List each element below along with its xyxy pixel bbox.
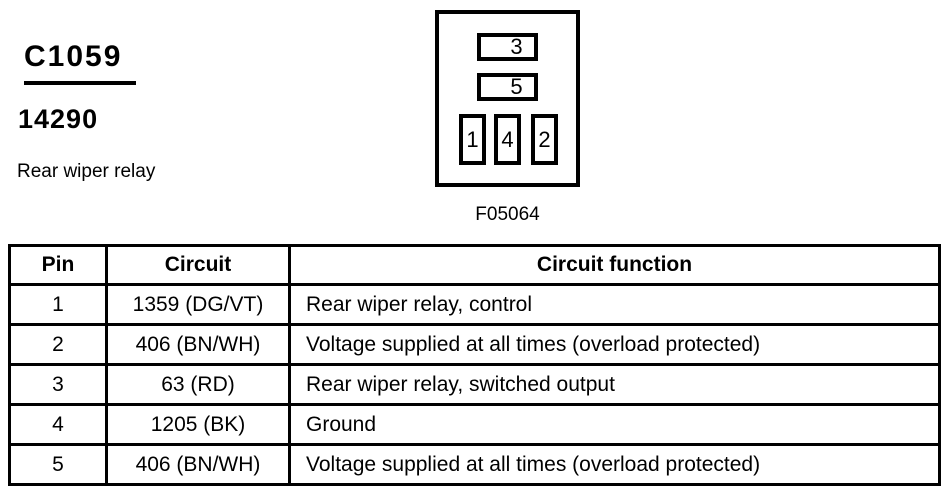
table-row: 4 1205 (BK) Ground [8, 403, 941, 446]
part-number: 14290 [18, 104, 99, 134]
connector-cavity-1: 1 [459, 114, 486, 165]
cavity-2-label: 2 [538, 126, 551, 152]
header-circuit: Circuit [105, 244, 291, 286]
circuit-cell: 406 (BN/WH) [105, 323, 291, 366]
table-row: 5 406 (BN/WH) Voltage supplied at all ti… [8, 443, 941, 486]
connector-cavity-2: 2 [531, 114, 558, 165]
connector-cavity-5: 5 [477, 73, 538, 101]
function-cell: Rear wiper relay, control [288, 283, 941, 326]
cavity-5-label: 5 [510, 74, 523, 99]
function-cell: Voltage supplied at all times (overload … [288, 323, 941, 366]
pin-cell: 1 [8, 283, 108, 326]
function-cell: Rear wiper relay, switched output [288, 363, 941, 406]
cavity-4-label: 4 [501, 126, 514, 152]
connector-face-diagram: 3 5 1 4 2 [435, 10, 580, 187]
table-row: 3 63 (RD) Rear wiper relay, switched out… [8, 363, 941, 406]
circuit-cell: 406 (BN/WH) [105, 443, 291, 486]
pin-cell: 2 [8, 323, 108, 366]
pin-cell: 4 [8, 403, 108, 446]
pinout-header-row: Pin Circuit Circuit function [8, 244, 941, 286]
cavity-1-label: 1 [466, 126, 479, 152]
pin-cell: 3 [8, 363, 108, 406]
connector-cavity-4: 4 [494, 114, 521, 165]
pinout-table: Pin Circuit Circuit function 1 1359 (DG/… [8, 244, 941, 486]
function-cell: Ground [288, 403, 941, 446]
circuit-cell: 1205 (BK) [105, 403, 291, 446]
cavity-3-label: 3 [510, 34, 523, 59]
header-pin: Pin [8, 244, 108, 286]
table-row: 2 406 (BN/WH) Voltage supplied at all ti… [8, 323, 941, 366]
header-circuit-function: Circuit function [288, 244, 941, 286]
connector-description: Rear wiper relay [17, 161, 156, 182]
figure-caption: F05064 [475, 204, 540, 225]
connector-cavity-3: 3 [477, 33, 538, 61]
function-cell: Voltage supplied at all times (overload … [288, 443, 941, 486]
connector-id-title: C1059 [24, 42, 137, 85]
circuit-cell: 63 (RD) [105, 363, 291, 406]
pin-cell: 5 [8, 443, 108, 486]
circuit-cell: 1359 (DG/VT) [105, 283, 291, 326]
table-row: 1 1359 (DG/VT) Rear wiper relay, control [8, 283, 941, 326]
